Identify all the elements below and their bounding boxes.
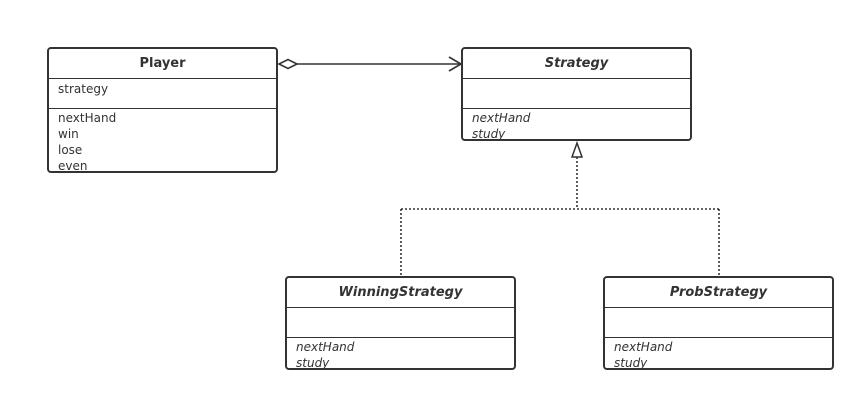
fields-compartment [463, 78, 690, 108]
fields-compartment [287, 307, 514, 337]
method-study: study [296, 356, 330, 370]
player-class[interactable]: Player strategy nextHand win lose even [47, 47, 278, 173]
realization-arrowhead [570, 140, 584, 158]
method-list: nextHand study [605, 338, 832, 371]
methods-compartment: nextHand study [287, 337, 514, 371]
methods-compartment: nextHand win lose even [49, 108, 276, 174]
method-list: nextHand win lose even [49, 109, 276, 174]
prob-strategy-class[interactable]: ProbStrategy nextHand study [603, 276, 834, 370]
aggregation-connector [277, 56, 463, 72]
field-strategy: strategy [58, 82, 109, 96]
method-list: nextHand study [287, 338, 514, 371]
method-nexthand: nextHand [296, 340, 355, 354]
fields-compartment [605, 307, 832, 337]
realization-connector [400, 140, 720, 277]
method-nexthand: nextHand [614, 340, 673, 354]
method-even: even [58, 159, 88, 173]
aggregation-diamond [277, 58, 299, 70]
method-nexthand: nextHand [58, 111, 117, 125]
class-name: WinningStrategy [338, 285, 463, 300]
method-list: nextHand study [463, 109, 690, 142]
class-name: Player [139, 56, 186, 71]
methods-compartment: nextHand study [463, 108, 690, 142]
method-lose: lose [58, 143, 83, 157]
strategy-class[interactable]: Strategy nextHand study [461, 47, 692, 141]
class-name: Strategy [544, 56, 609, 71]
method-study: study [472, 127, 506, 141]
fields-compartment: strategy [49, 78, 276, 108]
winning-strategy-class[interactable]: WinningStrategy nextHand study [285, 276, 516, 370]
class-name: ProbStrategy [669, 285, 768, 300]
method-study: study [614, 356, 648, 370]
method-nexthand: nextHand [472, 111, 531, 125]
method-win: win [58, 127, 79, 141]
field-list: strategy [49, 79, 276, 97]
methods-compartment: nextHand study [605, 337, 832, 371]
